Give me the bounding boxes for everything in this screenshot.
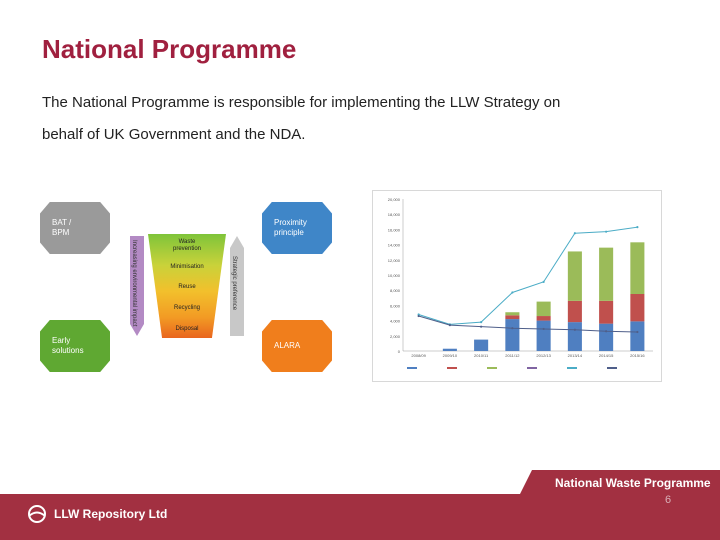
environmental-impact-arrow xyxy=(130,236,144,336)
y-tick-label: 8,000 xyxy=(390,288,401,293)
y-tick-label: 0 xyxy=(398,349,401,354)
waste-hierarchy-pyramid xyxy=(148,234,226,338)
line-point xyxy=(511,291,514,294)
organisation-name: LLW Repository Ltd xyxy=(54,507,168,521)
series-line xyxy=(418,315,638,333)
national-waste-programme-label: National Waste Programme xyxy=(555,476,711,490)
alara-box: ALARA xyxy=(262,320,332,372)
strategic-preference-arrow xyxy=(230,236,244,336)
hierarchy-label-prevention: prevention xyxy=(172,246,202,252)
line-point xyxy=(605,230,608,233)
bar-segment xyxy=(474,339,489,351)
footer-bar xyxy=(0,494,720,540)
hierarchy-label-reuse: Reuse xyxy=(178,284,196,290)
strategic-preference-label: Strategic preference xyxy=(231,256,237,311)
bar-segment xyxy=(599,323,614,351)
y-tick-label: 14,000 xyxy=(388,243,401,248)
environmental-impact-label: Increasing environmental impact xyxy=(131,240,137,327)
line-point xyxy=(417,313,420,316)
series-line xyxy=(418,226,638,325)
x-tick-label: 2008/09 xyxy=(411,353,426,358)
line-point xyxy=(417,314,420,318)
line-point xyxy=(573,328,576,331)
x-tick-label: 2011/12 xyxy=(505,353,520,358)
y-tick-label: 12,000 xyxy=(388,258,401,263)
legend-swatch xyxy=(487,367,497,369)
bar-segment xyxy=(567,251,582,301)
hierarchy-label-minimisation: Minimisation xyxy=(170,264,204,270)
line-point xyxy=(605,330,608,333)
legend-swatch xyxy=(567,367,577,369)
y-tick-label: 6,000 xyxy=(390,303,401,308)
body-text-line-1: The National Programme is responsible fo… xyxy=(42,94,561,111)
line-point xyxy=(573,232,576,235)
bar-segment xyxy=(630,294,645,322)
line-point xyxy=(636,330,639,334)
line-point xyxy=(511,327,514,330)
bar-segment xyxy=(630,242,645,294)
legend-swatch xyxy=(447,367,457,369)
bar-segment xyxy=(442,348,457,351)
body-text-line-2: behalf of UK Government and the NDA. xyxy=(42,126,306,143)
bar-segment xyxy=(567,300,582,323)
x-tick-label: 2013/14 xyxy=(568,353,583,358)
y-tick-label: 4,000 xyxy=(390,319,401,324)
bar-segment xyxy=(567,322,582,351)
bar-segment xyxy=(630,321,645,351)
y-tick-label: 16,000 xyxy=(388,227,401,232)
hierarchy-label-waste: Waste xyxy=(178,239,196,245)
hierarchy-label-recycling: Recycling xyxy=(173,305,200,311)
x-tick-label: 2014/15 xyxy=(599,353,614,358)
x-tick-label: 2012/13 xyxy=(536,353,551,358)
line-point xyxy=(480,321,483,324)
hierarchy-label-disposal: Disposal xyxy=(175,326,199,332)
bar-segment xyxy=(599,300,614,324)
chart-plot: 0 2,000 4,000 6,000 8,000 10,000 12,000 14,000 1… xyxy=(388,197,653,369)
y-tick-label: 2,000 xyxy=(390,334,401,339)
x-tick-label: 2009/10 xyxy=(443,353,458,358)
legend-swatch xyxy=(527,367,537,369)
line-point xyxy=(480,325,483,328)
x-tick-label: 2015/16 xyxy=(630,353,645,358)
bar-segment xyxy=(599,247,614,301)
legend-swatch xyxy=(607,367,617,369)
legend-swatch xyxy=(407,367,417,369)
llw-logo-icon xyxy=(28,505,46,523)
line-point xyxy=(542,280,545,283)
footer-tab xyxy=(520,470,720,494)
bar-segment xyxy=(536,320,551,351)
bar-segment xyxy=(505,312,520,316)
bar-segment xyxy=(536,301,551,317)
y-tick-label: 18,000 xyxy=(388,212,401,217)
bat-bpm-box: BAT /BPM xyxy=(40,202,110,254)
bar-segment xyxy=(505,315,520,320)
bar-segment xyxy=(536,316,551,321)
line-point xyxy=(542,327,545,331)
y-tick-label: 10,000 xyxy=(388,273,401,278)
x-tick-label: 2010/11 xyxy=(474,353,489,358)
line-point xyxy=(448,324,451,327)
y-tick-label: 20,000 xyxy=(388,197,401,202)
line-point xyxy=(636,226,639,229)
waste-volume-chart: 0 2,000 4,000 6,000 8,000 10,000 12,000 14,000 1… xyxy=(372,190,662,382)
page-number: 6 xyxy=(665,494,672,506)
bar-segment xyxy=(505,319,520,351)
slide-title: National Programme xyxy=(42,34,297,64)
